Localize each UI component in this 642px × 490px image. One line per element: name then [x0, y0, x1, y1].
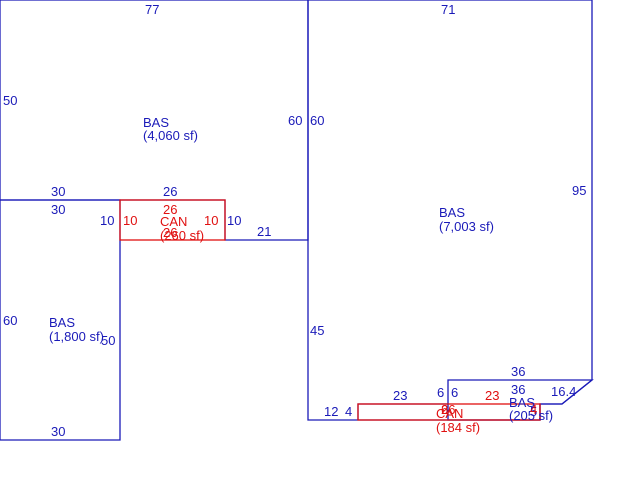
area-label-bas-7003: BAS	[439, 205, 465, 220]
dimension-label: 26	[163, 184, 177, 199]
canopy-outlines	[119, 199, 541, 421]
area-size-bas-205: (205 sf)	[509, 408, 553, 423]
dimension-label: 36	[511, 364, 525, 379]
dimension-label: 71	[441, 2, 455, 17]
dimension-label: 4	[530, 402, 537, 417]
dimension-label: 50	[101, 333, 115, 348]
dimension-label: 10	[227, 213, 241, 228]
dimension-label: 30	[51, 184, 65, 199]
can-184-outline	[357, 403, 541, 421]
dimension-label: 23	[485, 388, 499, 403]
area-size-bas-4060: (4,060 sf)	[143, 128, 198, 143]
bas-1800-outline	[0, 199, 121, 441]
dimension-label: 5	[530, 404, 537, 419]
can-260-outline	[119, 199, 226, 241]
dimension-label: 60	[3, 313, 17, 328]
main-outlines	[0, 0, 594, 441]
area-label-bas-1800: BAS	[49, 315, 75, 330]
step-outline	[357, 403, 448, 420]
area-label-bas-4060: BAS	[143, 115, 169, 130]
dimension-label: 6	[451, 385, 458, 400]
dimension-label: 26	[163, 202, 177, 217]
dimension-label: 10	[123, 213, 137, 228]
dimension-label: 26	[441, 402, 455, 417]
dimension-label: 21	[257, 224, 271, 239]
area-size-bas-1800: (1,800 sf)	[49, 329, 104, 344]
dimension-label: 6	[441, 402, 448, 417]
dimension-label: 6	[437, 385, 444, 400]
dimension-label: 50	[3, 93, 17, 108]
area-label-can-184: CAN	[436, 406, 463, 421]
area-size-can-184: (184 sf)	[436, 420, 480, 435]
dimension-label: 30	[51, 424, 65, 439]
dimension-label: 36	[511, 382, 525, 397]
dimension-label: 16.4	[551, 384, 576, 399]
dimension-label: 26	[163, 225, 177, 240]
dimension-label: 95	[572, 183, 586, 198]
dimension-label: 77	[145, 2, 159, 17]
dimension-label: 60	[310, 113, 324, 128]
blue-dimension-labels: 77 71 50 60 60 95 30 26 30 10 10 21 60 5…	[3, 2, 586, 439]
dimension-label: 23	[393, 388, 407, 403]
area-labels: BAS (4,060 sf) BAS (7,003 sf) BAS (1,800…	[49, 115, 553, 435]
dimension-label: 60	[288, 113, 302, 128]
dimension-label: 4	[345, 404, 352, 419]
dimension-label: 12	[324, 404, 338, 419]
area-label-bas-205: BAS	[509, 395, 535, 410]
dimension-label: 45	[310, 323, 324, 338]
dimension-label: 10	[204, 213, 218, 228]
area-size-can-260: (260 sf)	[160, 228, 204, 243]
dimension-label: 10	[100, 213, 114, 228]
dimension-label: 30	[51, 202, 65, 217]
area-label-can-260: CAN	[160, 214, 187, 229]
area-size-bas-7003: (7,003 sf)	[439, 219, 494, 234]
red-dimension-labels: 26 10 10 26 23 6 26 4	[123, 202, 537, 417]
